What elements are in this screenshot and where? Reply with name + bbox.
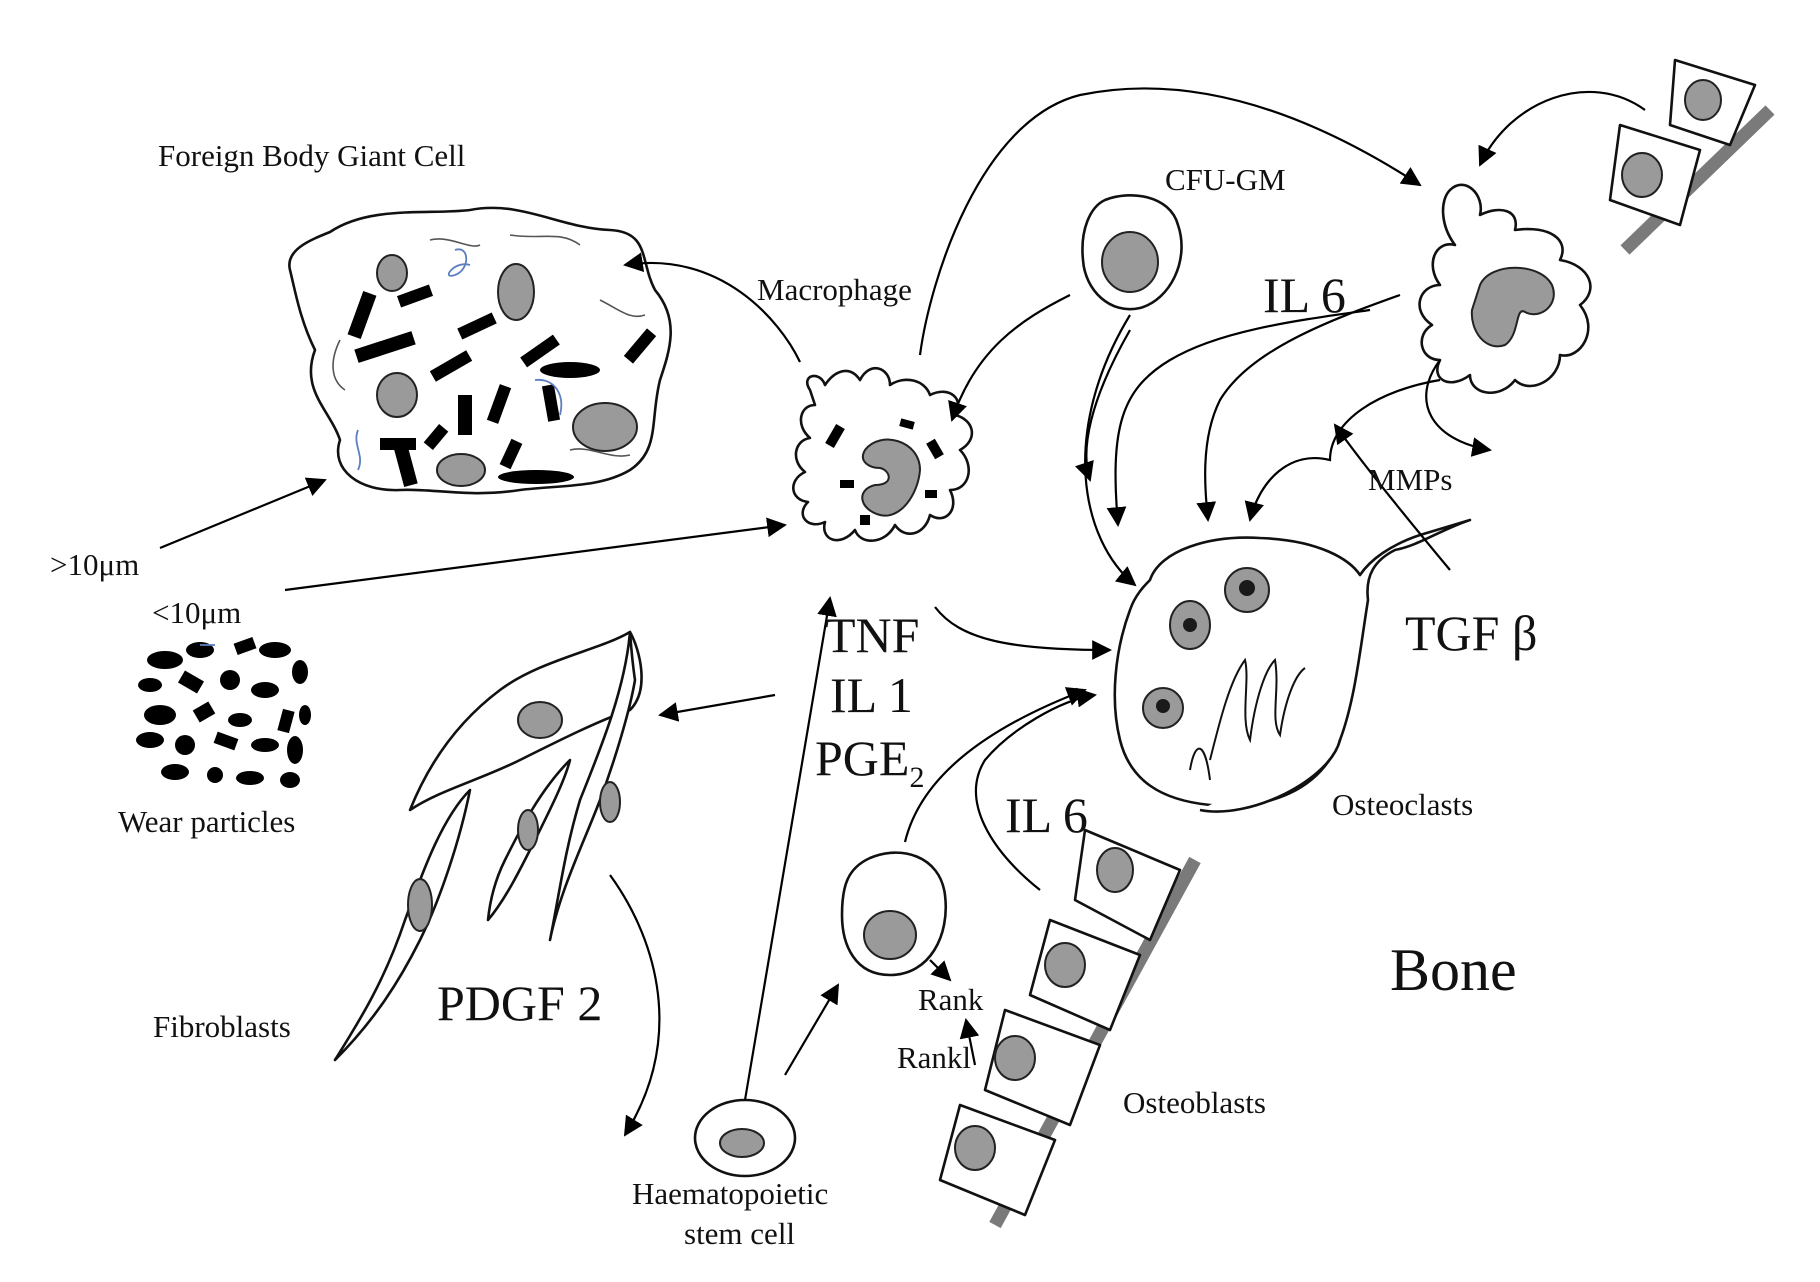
size-gt-10um-label: >10μm (50, 547, 139, 582)
pdgf2-label: PDGF 2 (437, 975, 602, 1031)
size-lt-10um-label: <10μm (152, 595, 241, 630)
il6-bottom-label: IL 6 (1005, 787, 1088, 843)
haematopoietic-stem-cell (693, 1098, 797, 1178)
rankl-label: Rankl (897, 1040, 971, 1075)
fibroblast-cells (333, 630, 643, 1062)
pge2-label: PGE2 (815, 730, 924, 794)
wear-particles-cluster (136, 636, 311, 788)
foreign-body-giant-cell-label: Foreign Body Giant Cell (158, 138, 465, 173)
wear-particles-label: Wear particles (118, 804, 295, 839)
tgf-beta-label: TGF β (1405, 605, 1537, 661)
osteoblast-layer-lower (938, 828, 1201, 1229)
il1-label: IL 1 (830, 667, 913, 723)
osteoclast-cell (1113, 518, 1472, 813)
osteoblasts-label: Osteoblasts (1123, 1085, 1266, 1120)
pre-osteoclast-cell (840, 851, 948, 977)
tnf-label: TNF (825, 607, 919, 663)
fibroblasts-label: Fibroblasts (153, 1009, 291, 1044)
il6-top-label: IL 6 (1263, 267, 1346, 323)
bone-label: Bone (1390, 937, 1517, 1003)
mmps-label: MMPs (1368, 462, 1452, 497)
arrows (159, 87, 1646, 1137)
hsc-label-line2: stem cell (684, 1216, 795, 1251)
macrophage-cell (792, 367, 974, 542)
cfu-gm-cell (1081, 194, 1183, 311)
macrophage-label: Macrophage (757, 272, 912, 307)
osteoclast-precursor-cell (1418, 183, 1592, 395)
rank-label: Rank (918, 982, 984, 1017)
osteoclasts-label: Osteoclasts (1332, 787, 1473, 822)
foreign-body-giant-cell (288, 206, 672, 495)
cfu-gm-label: CFU-GM (1165, 162, 1286, 197)
osteoblast-layer-upper (1608, 58, 1775, 255)
hsc-label-line1: Haematopoietic (632, 1176, 828, 1211)
